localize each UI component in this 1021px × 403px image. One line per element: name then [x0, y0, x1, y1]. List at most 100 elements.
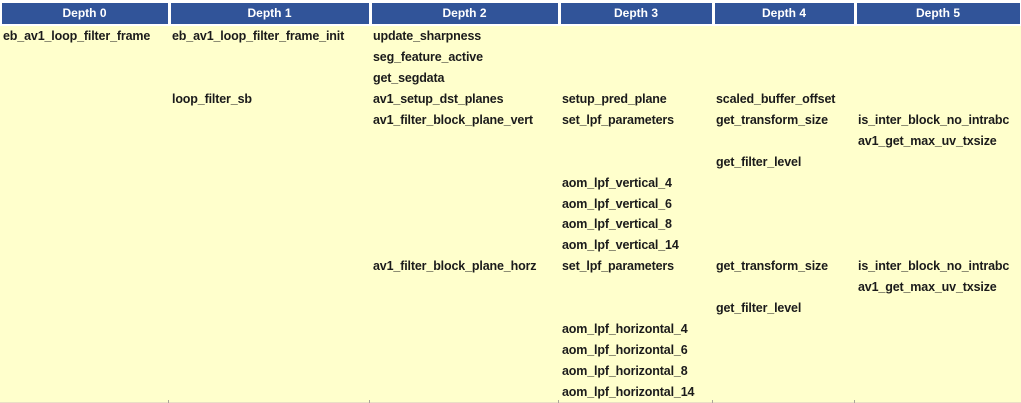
function-name-cell[interactable]: aom_lpf_vertical_14 [562, 238, 679, 253]
empty-cell[interactable] [559, 277, 713, 298]
empty-cell[interactable] [713, 382, 855, 403]
empty-cell[interactable] [713, 340, 855, 361]
function-name-cell[interactable]: seg_feature_active [373, 49, 483, 64]
empty-cell[interactable] [169, 47, 370, 68]
empty-cell[interactable] [559, 152, 713, 173]
empty-cell[interactable] [713, 214, 855, 235]
empty-cell[interactable] [713, 47, 855, 68]
function-name-cell[interactable]: aom_lpf_horizontal_14 [562, 384, 695, 399]
empty-cell[interactable] [855, 214, 1021, 235]
function-name-cell[interactable]: scaled_buffer_offset [716, 91, 836, 106]
empty-cell[interactable] [855, 89, 1021, 110]
column-header-depth-0[interactable]: Depth 0 [1, 3, 168, 24]
function-name-cell[interactable]: aom_lpf_vertical_6 [562, 196, 672, 211]
empty-cell[interactable] [855, 340, 1021, 361]
empty-cell[interactable] [370, 319, 559, 340]
function-name-cell[interactable]: aom_lpf_vertical_8 [562, 217, 672, 232]
empty-cell[interactable] [370, 152, 559, 173]
function-name-cell[interactable]: eb_av1_loop_filter_frame [3, 29, 151, 43]
empty-cell[interactable] [370, 214, 559, 235]
empty-cell[interactable] [855, 298, 1021, 319]
empty-cell[interactable] [0, 194, 169, 215]
empty-cell[interactable] [855, 152, 1021, 173]
empty-cell[interactable] [0, 89, 169, 110]
function-name-cell[interactable]: loop_filter_sb [172, 91, 252, 106]
function-name-cell[interactable]: setup_pred_plane [562, 91, 667, 106]
function-name-cell[interactable]: get_filter_level [716, 154, 802, 169]
empty-cell[interactable] [370, 173, 559, 194]
empty-cell[interactable] [169, 340, 370, 361]
empty-cell[interactable] [713, 26, 855, 47]
function-name-cell[interactable]: aom_lpf_horizontal_6 [562, 343, 688, 358]
empty-cell[interactable] [0, 256, 169, 277]
empty-cell[interactable] [370, 298, 559, 319]
column-header-depth-1[interactable]: Depth 1 [170, 3, 369, 24]
function-name-cell[interactable]: av1_setup_dst_planes [373, 91, 504, 106]
function-name-cell[interactable]: is_inter_block_no_intrabc [858, 259, 1010, 274]
empty-cell[interactable] [169, 131, 370, 152]
empty-cell[interactable] [713, 68, 855, 89]
empty-cell[interactable] [0, 47, 169, 68]
empty-cell[interactable] [855, 47, 1021, 68]
empty-cell[interactable] [370, 131, 559, 152]
function-name-cell[interactable]: set_lpf_parameters [562, 112, 674, 127]
column-header-depth-5[interactable]: Depth 5 [856, 3, 1020, 24]
empty-cell[interactable] [169, 382, 370, 403]
empty-cell[interactable] [169, 173, 370, 194]
empty-cell[interactable] [169, 361, 370, 382]
empty-cell[interactable] [855, 68, 1021, 89]
empty-cell[interactable] [370, 277, 559, 298]
empty-cell[interactable] [370, 361, 559, 382]
empty-cell[interactable] [169, 319, 370, 340]
function-name-cell[interactable]: av1_filter_block_plane_vert [373, 112, 533, 127]
function-name-cell[interactable]: get_transform_size [716, 112, 828, 127]
empty-cell[interactable] [169, 68, 370, 89]
empty-cell[interactable] [169, 110, 370, 131]
empty-cell[interactable] [713, 361, 855, 382]
empty-cell[interactable] [0, 131, 169, 152]
empty-cell[interactable] [169, 194, 370, 215]
function-name-cell[interactable]: aom_lpf_horizontal_4 [562, 322, 688, 337]
function-name-cell[interactable]: get_segdata [373, 70, 445, 85]
empty-cell[interactable] [169, 214, 370, 235]
empty-cell[interactable] [713, 173, 855, 194]
empty-cell[interactable] [0, 382, 169, 403]
empty-cell[interactable] [0, 277, 169, 298]
column-header-depth-2[interactable]: Depth 2 [371, 3, 558, 24]
empty-cell[interactable] [0, 235, 169, 256]
empty-cell[interactable] [0, 152, 169, 173]
empty-cell[interactable] [559, 26, 713, 47]
empty-cell[interactable] [713, 194, 855, 215]
empty-cell[interactable] [855, 194, 1021, 215]
function-name-cell[interactable]: av1_filter_block_plane_horz [373, 259, 537, 274]
empty-cell[interactable] [559, 298, 713, 319]
empty-cell[interactable] [0, 298, 169, 319]
function-name-cell[interactable]: av1_get_max_uv_txsize [858, 280, 997, 295]
empty-cell[interactable] [855, 235, 1021, 256]
function-name-cell[interactable]: aom_lpf_horizontal_8 [562, 364, 688, 378]
empty-cell[interactable] [713, 235, 855, 256]
empty-cell[interactable] [0, 68, 169, 89]
empty-cell[interactable] [169, 256, 370, 277]
empty-cell[interactable] [370, 340, 559, 361]
function-name-cell[interactable]: update_sharpness [373, 29, 482, 43]
function-name-cell[interactable]: eb_av1_loop_filter_frame_init [172, 29, 345, 43]
empty-cell[interactable] [713, 319, 855, 340]
function-name-cell[interactable]: get_transform_size [716, 259, 828, 274]
empty-cell[interactable] [0, 319, 169, 340]
empty-cell[interactable] [0, 340, 169, 361]
empty-cell[interactable] [855, 319, 1021, 340]
empty-cell[interactable] [370, 382, 559, 403]
function-name-cell[interactable]: aom_lpf_vertical_4 [562, 175, 672, 190]
empty-cell[interactable] [559, 47, 713, 68]
empty-cell[interactable] [855, 382, 1021, 403]
function-name-cell[interactable]: set_lpf_parameters [562, 259, 674, 274]
empty-cell[interactable] [169, 152, 370, 173]
empty-cell[interactable] [169, 298, 370, 319]
empty-cell[interactable] [559, 68, 713, 89]
empty-cell[interactable] [169, 277, 370, 298]
empty-cell[interactable] [370, 235, 559, 256]
empty-cell[interactable] [713, 131, 855, 152]
empty-cell[interactable] [855, 361, 1021, 382]
empty-cell[interactable] [0, 173, 169, 194]
